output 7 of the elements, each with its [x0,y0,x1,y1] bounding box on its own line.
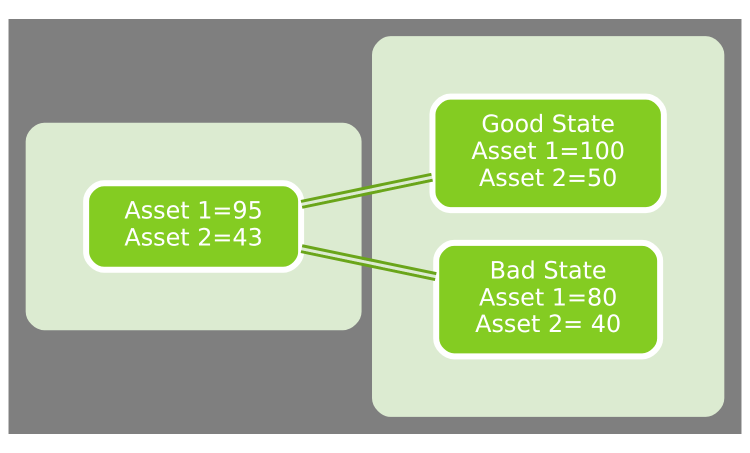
connector [300,244,437,281]
cluster [26,122,362,330]
node-box: Asset 1=95 Asset 2=43 [83,180,304,273]
node-box: Bad State Asset 1=80 Asset 2= 40 [433,240,664,360]
node-box: Good State Asset 1=100 Asset 2=50 [430,94,667,214]
cluster [372,36,724,417]
connector [300,172,433,209]
